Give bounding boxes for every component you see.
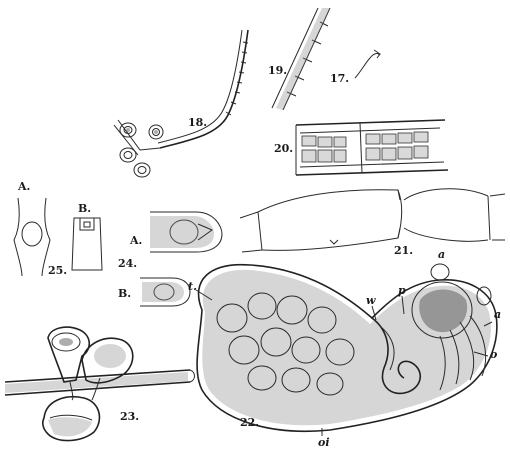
label-fig-25-a: A. <box>17 180 30 193</box>
label-fig-24-b: B. <box>118 287 131 300</box>
label-part-p: p <box>398 284 406 297</box>
figure-17-filament <box>354 49 381 79</box>
label-fig-25-b: B. <box>78 202 91 215</box>
figure-19-segmented-stalk <box>271 7 331 111</box>
label-fig-19: 19. <box>268 64 287 77</box>
figure-18-colony-stalk <box>113 29 249 178</box>
label-fig-22: 22. <box>240 416 259 429</box>
label-fig-17: 17. <box>330 72 349 85</box>
label-fig-18: 18. <box>188 116 207 129</box>
label-part-a-right: a <box>494 308 501 321</box>
label-fig-24-a: A. <box>129 234 142 247</box>
label-part-a-top: a <box>438 248 445 261</box>
label-fig-23: 23. <box>120 410 139 423</box>
figure-20-cellular-tube <box>295 119 449 176</box>
label-part-oi: oi <box>318 436 330 449</box>
figure-22-animal-body <box>196 263 498 433</box>
figure-21-jointed-segments <box>239 188 506 253</box>
figure-23-colony <box>4 326 195 442</box>
leader-lines <box>195 289 493 436</box>
figure-24-heads <box>140 211 223 307</box>
label-fig-21: 21. <box>394 244 413 257</box>
label-fig-25: 25. <box>48 264 67 277</box>
label-fig-20: 20. <box>274 142 293 155</box>
figure-25-outlines <box>13 197 103 277</box>
label-part-o: o <box>490 348 497 361</box>
label-part-t: t. <box>188 280 197 293</box>
cellular-texture <box>301 131 429 163</box>
label-part-w: w <box>366 294 376 307</box>
label-fig-24: 24. <box>118 257 137 270</box>
internal-masses <box>216 292 355 396</box>
